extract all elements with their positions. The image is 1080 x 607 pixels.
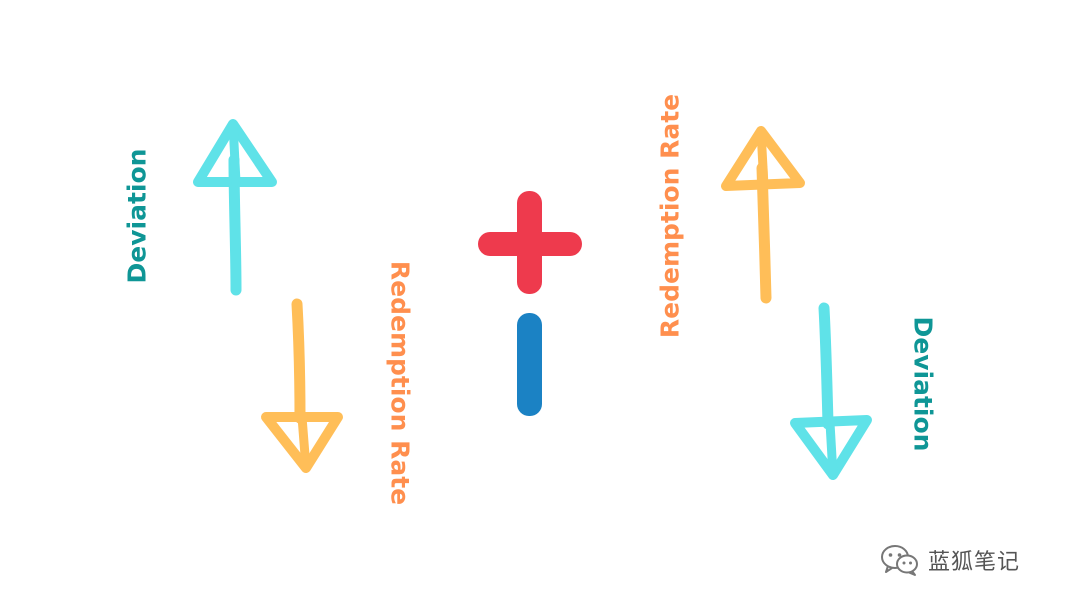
label-deviation-right: Deviation xyxy=(908,316,938,452)
label-deviation-left: Deviation xyxy=(122,148,152,284)
label-redemption-rate-right: Redemption Rate xyxy=(655,93,685,339)
arrow-up-left xyxy=(193,119,277,296)
minus-sign xyxy=(517,313,542,416)
arrow-down-right xyxy=(790,302,872,480)
wechat-icon xyxy=(881,545,918,576)
label-redemption-rate-left: Redemption Rate xyxy=(385,260,415,506)
arrow-down-left xyxy=(261,298,343,473)
plus-sign-vertical xyxy=(517,191,542,294)
arrow-up-right xyxy=(721,126,805,304)
watermark-text: 蓝狐笔记 xyxy=(928,550,1021,575)
watermark: 蓝狐笔记 xyxy=(880,540,1020,580)
